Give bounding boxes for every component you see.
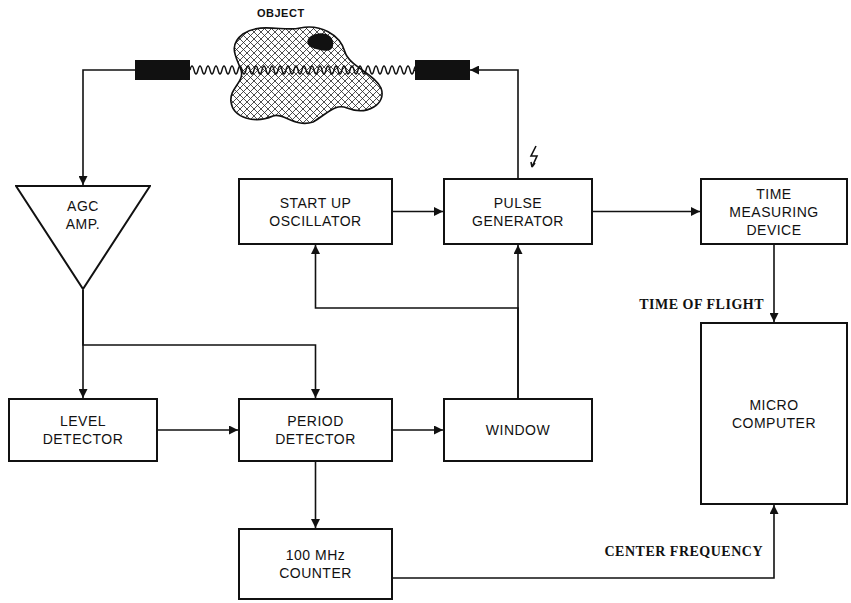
amplifier-triangle: AGC AMP. — [15, 185, 151, 290]
signal-label: CENTER FREQUENCY — [602, 544, 765, 560]
block-box: START UP OSCILLATOR — [238, 178, 393, 245]
signal-connector — [773, 245, 775, 322]
signal-connector — [315, 462, 317, 528]
signal-connector — [316, 245, 519, 398]
object-illustration — [135, 4, 470, 125]
block-label: PULSE GENERATOR — [468, 194, 568, 230]
transmitter-transducer — [415, 60, 470, 80]
block-label: WINDOW — [463, 421, 573, 439]
block-label: MICRO COMPUTER — [729, 396, 819, 432]
block-box: 100 MHz COUNTER — [238, 528, 393, 600]
amplifier-label: AGC AMP. — [48, 197, 118, 233]
receiver-transducer — [135, 60, 190, 80]
signal-connector — [83, 290, 316, 398]
block-box: PULSE GENERATOR — [443, 178, 593, 245]
block-box: PERIOD DETECTOR — [238, 398, 393, 462]
block-label: TIME MEASURING DEVICE — [724, 185, 824, 239]
ultrasound-wave — [190, 66, 419, 74]
signal-connector — [393, 429, 443, 431]
block-label: PERIOD DETECTOR — [266, 412, 366, 448]
block-box: WINDOW — [443, 398, 593, 462]
signal-connector — [393, 211, 443, 213]
signal-connector — [470, 70, 518, 178]
block-box: TIME MEASURING DEVICE — [700, 178, 848, 245]
signal-connector — [593, 211, 700, 213]
block-label: LEVEL DETECTOR — [33, 412, 133, 448]
block-label: START UP OSCILLATOR — [258, 194, 373, 230]
signal-label: TIME OF FLIGHT — [637, 297, 766, 313]
block-box: LEVEL DETECTOR — [8, 398, 158, 462]
block-box: MICRO COMPUTER — [700, 322, 848, 505]
signal-connector — [158, 429, 238, 431]
object-inclusion — [307, 33, 333, 51]
pulse-spark-symbol — [531, 146, 537, 167]
block-label: 100 MHz COUNTER — [266, 546, 366, 582]
signal-connector — [393, 505, 774, 578]
signal-connector — [83, 70, 135, 185]
object-label: OBJECT — [257, 6, 305, 20]
object-outline — [231, 27, 382, 123]
object-under-test: OBJECT — [135, 4, 470, 125]
